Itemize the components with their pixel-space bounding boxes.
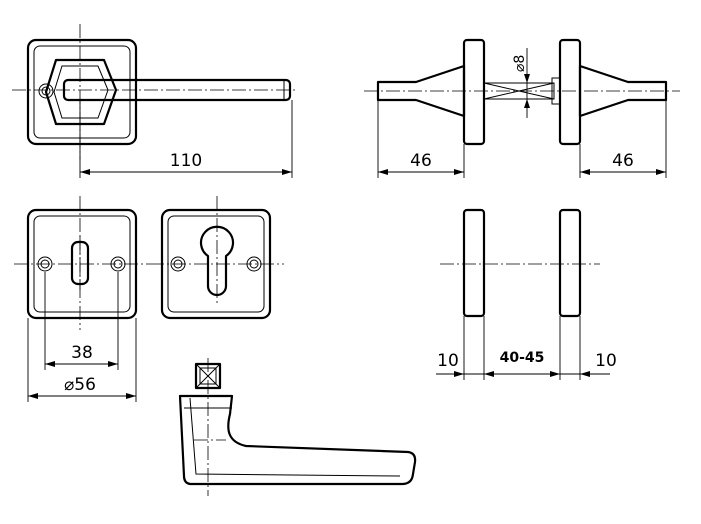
dimension-thickness-row: 10 40-45 10 xyxy=(436,316,617,380)
square-rose-inner xyxy=(33,45,131,139)
lever-side-view: ⌀8 xyxy=(364,38,680,146)
cylinder-rose-view xyxy=(150,196,284,320)
dim-label-38: 38 xyxy=(71,343,93,363)
dim-label-56: ⌀56 xyxy=(64,375,96,395)
square-rose-outline xyxy=(26,38,138,146)
dim-label-110: 110 xyxy=(170,151,202,171)
dim-label-46-right: 46 xyxy=(612,151,634,171)
dimension-rose-diameter: ⌀56 xyxy=(27,318,137,402)
key-rose-view xyxy=(14,196,150,330)
lever-body-inner-edge xyxy=(189,397,401,477)
left-rose-plate xyxy=(462,38,486,146)
rose-neck-outer xyxy=(44,58,118,126)
dimension-projection-left: 46 xyxy=(377,100,465,178)
rose-section-view xyxy=(440,208,600,318)
lever-front-view xyxy=(12,24,298,160)
dim-label-spindle-diameter: ⌀8 xyxy=(512,55,528,72)
right-rose-section xyxy=(558,208,582,318)
lever-profile-view xyxy=(178,358,417,496)
dimension-fixing-distance: 38 xyxy=(44,272,119,370)
left-rose-section xyxy=(462,208,486,318)
lever-body-outline xyxy=(178,394,417,486)
right-rose-plate xyxy=(558,38,582,146)
dimension-projection-right: 46 xyxy=(579,100,667,178)
dim-label-40-45: 40-45 xyxy=(500,350,545,366)
fixing-screw-icon xyxy=(38,83,54,99)
dim-label-46-left: 46 xyxy=(410,151,432,171)
dim-label-10-left: 10 xyxy=(437,351,459,371)
dimension-lever-length: 110 xyxy=(79,100,293,178)
euro-cylinder-hole xyxy=(199,225,235,297)
rose-neck-inner xyxy=(53,65,109,119)
dim-label-10-right: 10 xyxy=(595,351,617,371)
